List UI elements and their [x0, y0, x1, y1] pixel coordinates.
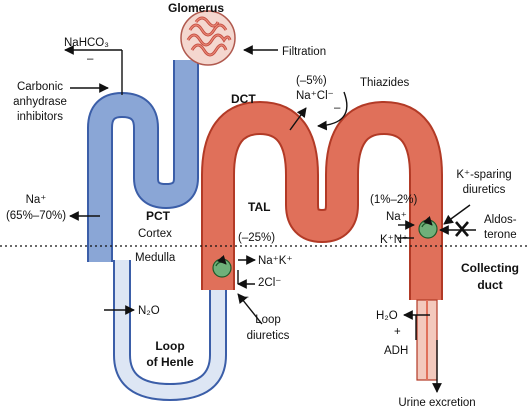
glomerus-label: Glomerus — [168, 1, 224, 15]
pct-tube — [87, 60, 227, 402]
loop-of-henle — [115, 250, 225, 400]
collecting-kn: K⁺N⁺ — [380, 234, 408, 246]
dct-minus: – — [334, 102, 341, 114]
filtration-label: Filtration — [282, 46, 326, 58]
tal-cl: 2Cl⁻ — [258, 277, 281, 289]
tal-label: TAL — [248, 200, 270, 214]
tal-percent: (–25%) — [238, 232, 275, 244]
collecting-label-2: duct — [477, 278, 502, 292]
collecting-label-1: Collecting — [461, 261, 519, 275]
h2o-plus: + — [394, 326, 401, 338]
cai-line2: anhydrase — [13, 96, 67, 108]
proximal-convoluted-tubule — [89, 60, 197, 262]
arrows — [64, 45, 476, 393]
tal-minus: – — [242, 291, 249, 303]
loop-diuretics-2: diuretics — [247, 330, 290, 342]
aldosterone-line1: Aldos- — [484, 214, 517, 226]
loop-diuretics-1: Loop — [255, 314, 281, 326]
loop-label-2: of Henle — [146, 355, 194, 369]
medulla-label: Medulla — [135, 252, 176, 264]
thiazides-label: Thiazides — [360, 77, 409, 89]
loop-label-1: Loop — [155, 339, 184, 353]
tal-nak: Na⁺K⁺ — [258, 255, 293, 267]
pct-minus-label: – — [87, 53, 94, 65]
dct-ions: Na⁺Cl⁻ — [296, 90, 334, 102]
collecting-na: Na⁺ — [386, 211, 407, 223]
cortex-label: Cortex — [138, 228, 172, 240]
pct-label: PCT — [146, 209, 171, 223]
ksparing-line2: diuretics — [463, 184, 506, 196]
collecting-percent: (1%–2%) — [370, 194, 417, 206]
dct-label: DCT — [231, 92, 256, 106]
pct-na-label: Na⁺ — [26, 194, 47, 206]
aldosterone-line2: terone — [484, 229, 517, 241]
pct-na-percent: (65%–70%) — [6, 210, 66, 222]
glomerulus — [180, 10, 236, 66]
n2o-label: N₂O — [138, 305, 160, 317]
dct-percent: (–5%) — [296, 75, 327, 87]
thick-ascending-limb-and-dct — [203, 102, 441, 300]
ksparing-line1: K⁺-sparing — [456, 169, 511, 181]
h2o-label: H₂O — [376, 310, 398, 322]
urine-excretion-label: Urine excretion — [398, 397, 475, 409]
adh-label: ADH — [384, 345, 408, 357]
cai-line1: Carbonic — [17, 81, 63, 93]
nahco3-label: NaHCO₃ — [64, 37, 109, 49]
cai-line3: inhibitors — [17, 111, 63, 123]
block-x-icon — [455, 221, 469, 237]
